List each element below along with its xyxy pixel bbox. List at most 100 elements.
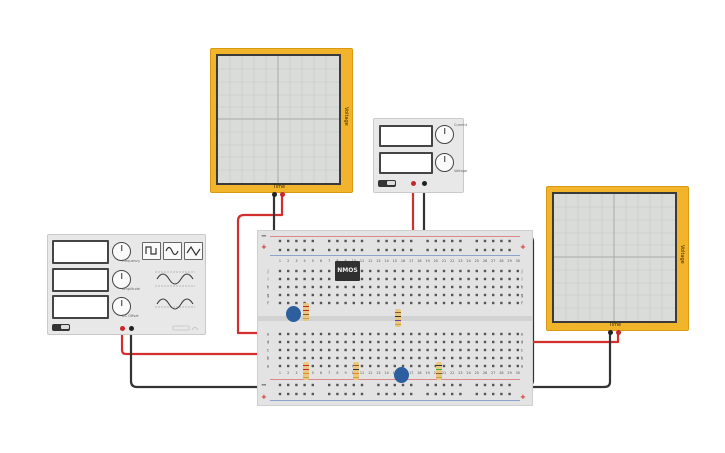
triangle-wave-button[interactable]: [184, 242, 203, 260]
resistor-5[interactable]: [436, 362, 442, 380]
capacitor-1[interactable]: [286, 306, 301, 322]
column-number: 26: [483, 371, 487, 375]
resistor-1[interactable]: [303, 303, 309, 321]
wire-scope-right-black: [518, 328, 612, 389]
column-number: 18: [417, 259, 421, 263]
column-number: 11: [360, 371, 364, 375]
column-number: 1: [279, 259, 281, 263]
column-number: 23: [458, 371, 462, 375]
column-number: 17: [409, 371, 413, 375]
oscilloscope-left-voltage-label: Voltage: [343, 107, 349, 126]
column-number: 21: [442, 371, 446, 375]
column-number: 11: [360, 259, 364, 263]
oscilloscope-left-screen: [216, 54, 341, 185]
dc-supply-current-label: Current: [454, 123, 468, 127]
column-number: 27: [491, 371, 495, 375]
bottom-minus-sign-left: −: [261, 381, 267, 389]
fg-red-terminal[interactable]: [120, 326, 125, 331]
resistor-2[interactable]: [395, 309, 401, 327]
top-rail-red-line: [270, 236, 520, 238]
column-number: 14: [384, 371, 388, 375]
row-letter: e: [521, 332, 524, 337]
dc-supply-current-knob[interactable]: [435, 125, 454, 144]
dc-supply-black-terminal[interactable]: [422, 181, 427, 186]
dc-supply-voltage-display: [379, 152, 433, 174]
bottom-rail-blue-line: [270, 400, 520, 402]
dc-supply-voltage-knob[interactable]: [435, 153, 454, 172]
oscilloscope-left-red-terminal[interactable]: [280, 192, 285, 197]
square-wave-icon: [145, 246, 157, 255]
oscilloscope-right[interactable]: Voltage Time: [546, 186, 689, 335]
sine-wave-icon: [165, 246, 179, 256]
oscilloscope-right-time-label: Time: [608, 322, 622, 328]
function-generator[interactable]: Frequency Amplitude DC Offset: [47, 234, 206, 335]
row-letter: c: [521, 348, 523, 353]
column-number: 7: [328, 259, 330, 263]
wire-fg-black: [129, 328, 272, 389]
column-number: 3: [295, 371, 297, 375]
oscilloscope-right-red-terminal[interactable]: [616, 330, 621, 335]
resistor-3[interactable]: [303, 362, 309, 380]
dc-power-supply[interactable]: Current Voltage: [373, 118, 468, 193]
fg-amplitude-label: Amplitude: [122, 287, 140, 291]
wire-fg-red: [120, 328, 278, 356]
column-number: 5: [312, 371, 314, 375]
column-number: 15: [393, 259, 397, 263]
oscilloscope-left-grid: [218, 56, 339, 183]
fg-frequency-knob[interactable]: [112, 242, 131, 261]
row-letter: e: [267, 332, 270, 337]
row-letter: i: [521, 277, 522, 282]
fg-offset-knob[interactable]: [112, 297, 131, 316]
oscilloscope-right-black-terminal[interactable]: [608, 330, 613, 335]
column-number: 22: [450, 371, 454, 375]
row-letter: j: [520, 269, 522, 274]
fg-amplitude-graph-icon: [155, 271, 195, 287]
capacitor-2[interactable]: [394, 367, 409, 383]
column-number: 13: [376, 259, 380, 263]
square-wave-button[interactable]: [142, 242, 161, 260]
oscilloscope-left[interactable]: Voltage Time: [210, 48, 353, 197]
dc-supply-power-switch[interactable]: [378, 180, 396, 187]
column-number: 6: [320, 259, 322, 263]
row-letter: h: [267, 285, 270, 290]
fg-frequency-display: [52, 240, 109, 264]
column-number: 2: [287, 371, 289, 375]
top-rail-blue-line: [270, 255, 520, 257]
oscilloscope-right-screen: [552, 192, 677, 323]
fg-power-switch[interactable]: [52, 324, 70, 331]
oscilloscope-right-grid: [554, 194, 675, 321]
column-number: 12: [368, 371, 372, 375]
fg-amplitude-knob[interactable]: [112, 270, 131, 289]
row-letter: b: [521, 356, 524, 361]
fg-frequency-label: Frequency: [122, 259, 141, 263]
column-number: 20: [434, 259, 438, 263]
oscilloscope-right-voltage-label: Voltage: [679, 245, 685, 264]
row-letter: f: [521, 301, 523, 306]
column-number: 20: [434, 371, 438, 375]
column-number: 28: [499, 259, 503, 263]
column-number: 17: [409, 259, 413, 263]
oscilloscope-left-black-terminal[interactable]: [272, 192, 277, 197]
wire-scope-left-red: [236, 194, 284, 335]
row-letter: h: [521, 285, 524, 290]
column-number: 12: [368, 259, 372, 263]
column-number: 5: [312, 259, 314, 263]
column-number: 25: [475, 371, 479, 375]
fg-black-terminal[interactable]: [129, 326, 134, 331]
column-number: 4: [304, 259, 306, 263]
column-number: 14: [384, 259, 388, 263]
column-number: 1: [279, 371, 281, 375]
row-letter: j: [266, 269, 268, 274]
nmos-chip[interactable]: NMOS: [335, 261, 360, 281]
sine-wave-button[interactable]: [163, 242, 182, 260]
resistor-4[interactable]: [353, 362, 359, 380]
row-letter: i: [267, 277, 268, 282]
column-number: 2: [287, 259, 289, 263]
nmos-chip-label: NMOS: [337, 267, 358, 274]
fg-offset-label: DC Offset: [122, 314, 139, 318]
row-letter: d: [521, 340, 524, 345]
bottom-plus-sign-right: +: [520, 393, 526, 401]
row-letter: d: [267, 340, 270, 345]
dc-supply-red-terminal[interactable]: [411, 181, 416, 186]
column-number: 6: [320, 371, 322, 375]
